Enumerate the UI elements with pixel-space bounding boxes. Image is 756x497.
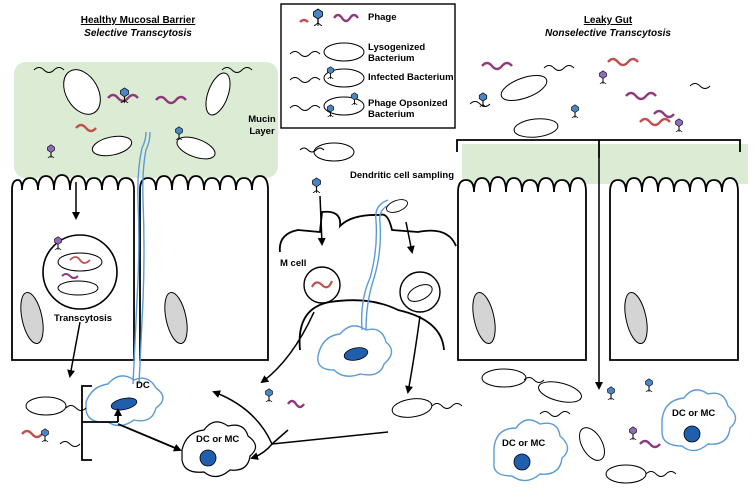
dc-or-mc-label-bottom: DC or MC xyxy=(502,438,546,449)
nucleus xyxy=(343,347,369,361)
mucin-layer-right xyxy=(462,144,748,184)
mucin-layer-left xyxy=(14,62,278,178)
dc-or-mc-cell xyxy=(181,421,257,478)
nucleus xyxy=(472,291,496,345)
tails xyxy=(33,65,711,477)
legend-phage-label: Phage xyxy=(368,12,397,23)
bracket-right xyxy=(456,139,741,158)
nucleus xyxy=(20,291,44,345)
healthy-title: Healthy Mucosal Barrier xyxy=(80,15,196,26)
microbes xyxy=(25,69,647,484)
nucleus xyxy=(199,449,217,467)
legend-infected-label: Infected Bacterium xyxy=(368,72,454,83)
bracket-left xyxy=(81,385,182,461)
nucleus xyxy=(624,291,648,345)
m-cell-membrane xyxy=(278,210,457,253)
flow-arrows xyxy=(67,158,603,460)
dendrite xyxy=(132,131,147,385)
dc-or-mc-cell xyxy=(661,389,737,452)
dc-or-mc-label-right: DC or MC xyxy=(672,408,716,419)
dendrite xyxy=(360,199,389,331)
epithelial-cells-right xyxy=(457,176,739,361)
dc-label: DC xyxy=(136,380,150,391)
transcytosis-vesicle xyxy=(42,234,118,310)
legend-opsonized-label: Phage Opsonized Bacterium xyxy=(368,98,448,120)
dendrite xyxy=(138,131,151,385)
m-cell-label: M cell xyxy=(280,258,307,269)
healthy-subtitle: Selective Transcytosis xyxy=(84,28,192,39)
transcytosis-label: Transcytosis xyxy=(54,313,113,324)
nucleus xyxy=(683,425,701,443)
legend-lysogenized-label: Lysogenized Bacterium xyxy=(368,42,426,64)
leaky-subtitle: Nonselective Transcytosis xyxy=(545,28,671,39)
dc-or-mc-cell xyxy=(493,419,569,482)
leaky-title: Leaky Gut xyxy=(583,15,633,26)
dc-or-mc-label-left: DC or MC xyxy=(196,434,240,445)
nucleus xyxy=(164,291,188,345)
nucleus xyxy=(110,397,138,411)
dendritic-sampling-label: Dendritic cell sampling xyxy=(350,170,454,181)
nucleus xyxy=(513,453,531,471)
dendrite xyxy=(365,203,393,331)
m-cell-pocket xyxy=(298,299,445,351)
mucin-layer-label: Mucin Layer xyxy=(248,114,276,137)
